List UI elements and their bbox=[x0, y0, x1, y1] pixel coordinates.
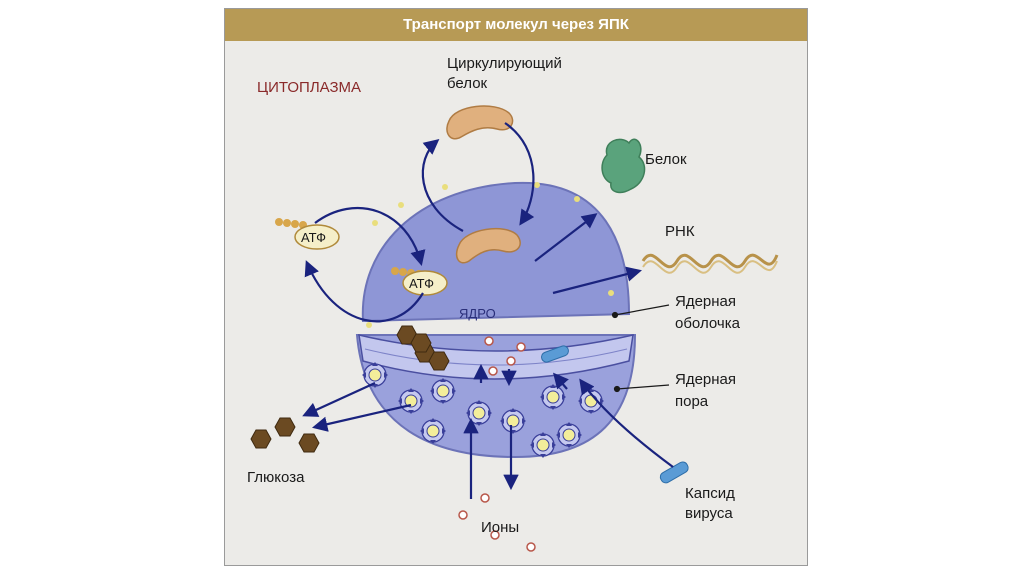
label-cytoplasm: ЦИТОПЛАЗМА bbox=[257, 79, 362, 96]
label-atp-outside: АТФ bbox=[301, 230, 327, 245]
label-circulating-protein-line1: Циркулирующий bbox=[447, 55, 562, 72]
label-nuclear-pore-line2: пора bbox=[675, 393, 709, 410]
transport-arrows bbox=[302, 122, 674, 499]
virus-capsid-outside-icon bbox=[659, 461, 689, 484]
label-nuclear-envelope-line2: оболочка bbox=[675, 315, 740, 332]
label-nuclear-pore-line1: Ядерная bbox=[675, 371, 737, 388]
diagram-title: Транспорт молекул через ЯПК bbox=[225, 9, 807, 41]
atp-molecule-inside bbox=[391, 267, 448, 296]
label-atp-inside: АТФ bbox=[409, 276, 435, 291]
label-virus-capsid-line1: Капсид bbox=[685, 485, 735, 502]
diagram-figure: Транспорт молекул через ЯПК bbox=[224, 8, 808, 566]
nuclear-pore-transport-diagram bbox=[250, 105, 779, 552]
label-glucose: Глюкоза bbox=[247, 469, 305, 486]
glucose-outside-icon bbox=[250, 417, 320, 453]
label-circulating-protein-line2: белок bbox=[447, 75, 488, 92]
protein-icon bbox=[601, 138, 646, 194]
label-nucleus: ЯДРО bbox=[459, 306, 496, 321]
circulating-protein-icon bbox=[446, 105, 514, 140]
label-ions: Ионы bbox=[481, 519, 520, 536]
ions bbox=[458, 336, 536, 552]
label-rna: РНК bbox=[665, 223, 695, 240]
label-protein: Белок bbox=[645, 151, 687, 168]
envelope-pore-markers bbox=[366, 182, 614, 328]
atp-molecule-outside bbox=[275, 218, 340, 250]
label-nuclear-envelope-line1: Ядерная bbox=[675, 293, 737, 310]
label-virus-capsid-line2: вируса bbox=[685, 505, 733, 522]
rna-icon bbox=[641, 253, 779, 269]
virus-capsid-inside-icon bbox=[541, 345, 569, 363]
label-leader-lines bbox=[611, 304, 670, 393]
circulating-protein-inside-icon bbox=[455, 227, 521, 264]
nuclear-envelope bbox=[358, 334, 634, 380]
